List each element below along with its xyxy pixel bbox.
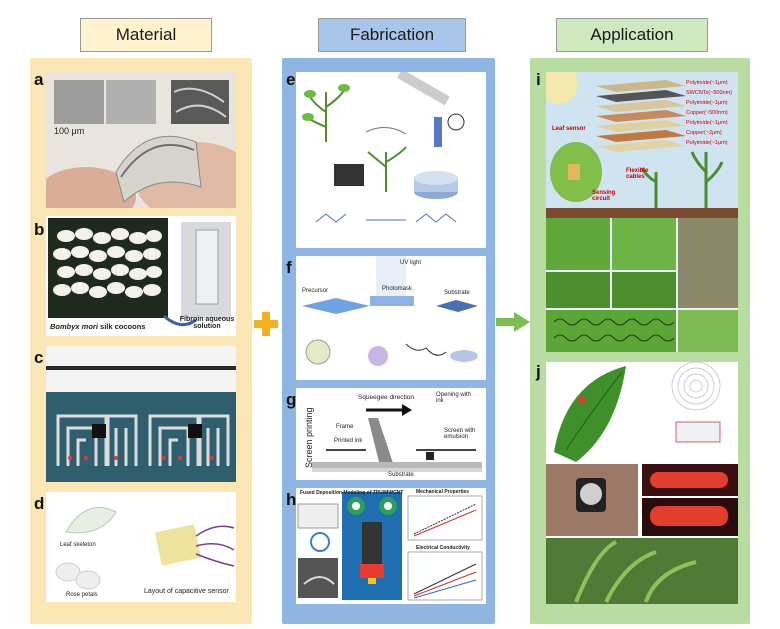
panel-g: Screen printing Squeegee direction Openi… bbox=[296, 388, 486, 480]
frame-label: Frame bbox=[336, 424, 354, 430]
panel-e bbox=[296, 72, 486, 248]
squeegee-label: Squeegee direction bbox=[358, 394, 415, 401]
panel-j bbox=[546, 362, 738, 604]
uv-light-label: UV light bbox=[400, 260, 422, 266]
screen-printing-title: Screen printing bbox=[304, 407, 314, 468]
photolithography-schematic bbox=[302, 256, 478, 366]
application-header: Application bbox=[556, 18, 708, 52]
panel-i: Leaf sensor Flexible cables Sensing circ… bbox=[546, 72, 738, 352]
material-header: Material bbox=[80, 18, 212, 52]
panel-d-label: d bbox=[34, 494, 45, 513]
layer-label: Polyimide(~1μm) bbox=[686, 140, 728, 146]
wearable-sensors-photos bbox=[546, 362, 738, 604]
layer-label: SWCNTs(~500nm) bbox=[686, 90, 732, 96]
panel-b: Bombyx mori silk cocoons Fibroin aqueous… bbox=[46, 216, 236, 336]
sensor-materials-photo bbox=[55, 507, 235, 590]
fdm-title: Fused Deposition Modeling of TPU/MWCNT bbox=[300, 490, 404, 496]
panel-c bbox=[46, 346, 236, 482]
panel-h: Fused Deposition Modeling of TPU/MWCNT M… bbox=[296, 488, 486, 604]
rose-petals-caption: Rose petals bbox=[66, 592, 98, 598]
precursor-label: Precursor bbox=[302, 288, 329, 294]
electrical-title: Electrical Conductivity bbox=[416, 545, 470, 551]
substrate-label-f: Substrate bbox=[444, 290, 470, 296]
photomask-label: Photomask bbox=[382, 286, 413, 292]
cocoons-caption: Bombyx mori silk cocoons bbox=[50, 322, 146, 331]
layer-stack-labels: Polyimide(~1μm) SWCNTs(~500nm) Polyimide… bbox=[686, 80, 732, 150]
panel-f-label: f bbox=[286, 258, 292, 277]
layer-label: Polyimide(~1μm) bbox=[686, 100, 728, 106]
layer-label: Copper(~500nm) bbox=[686, 110, 728, 116]
plus-icon bbox=[254, 312, 278, 336]
screen-printing-schematic bbox=[312, 404, 482, 472]
opening-label: Opening with ink bbox=[436, 392, 472, 404]
panel-c-label: c bbox=[34, 348, 44, 367]
panel-b-label: b bbox=[34, 220, 45, 239]
panel-e-label: e bbox=[286, 70, 296, 89]
silk-printing-schematic bbox=[302, 72, 465, 223]
panel-f: UV light Photomask Precursor Substrate bbox=[296, 256, 486, 380]
leaf-sensor-label: Leaf sensor bbox=[552, 126, 586, 132]
panel-g-label: g bbox=[286, 390, 297, 409]
panel-d: Leaf skeleton Rose petals Layout of capa… bbox=[46, 492, 236, 602]
fdm-schematic bbox=[297, 492, 483, 601]
sensor-layout-caption: Layout of capacitive sensor bbox=[144, 588, 229, 595]
fibroin-caption: Fibroin aqueous solution bbox=[179, 316, 235, 330]
sensing-circuit-label: Sensing circuit bbox=[592, 190, 616, 202]
layer-label: Polyimide(~1μm) bbox=[686, 80, 728, 86]
layer-label: Polyimide(~1μm) bbox=[686, 120, 728, 126]
screen-emulsion-label: Screen with emulsion bbox=[444, 428, 476, 440]
cocoons-photo bbox=[48, 218, 231, 327]
leaf-sensor-illustration bbox=[546, 72, 738, 352]
scale-bar-label: 100 μm bbox=[54, 126, 85, 136]
panel-j-label: j bbox=[536, 362, 541, 381]
panel-a: 100 μm bbox=[46, 72, 236, 208]
leaf-skeleton-caption: Leaf skeleton bbox=[60, 542, 96, 548]
layer-label: Copper(~2μm) bbox=[686, 130, 722, 136]
substrate-label-g: Substrate bbox=[388, 472, 414, 478]
printed-ink-label: Printed ink bbox=[334, 438, 363, 444]
panel-h-label: h bbox=[286, 490, 297, 509]
panel-i-label: i bbox=[536, 70, 541, 89]
flexible-cables-label: Flexible cables bbox=[626, 168, 649, 180]
silk-film-photo bbox=[46, 72, 236, 208]
right-arrow-icon bbox=[496, 312, 530, 332]
panel-a-label: a bbox=[34, 70, 44, 89]
circuit-photo bbox=[46, 366, 236, 482]
mechanical-title: Mechanical Properties bbox=[416, 489, 470, 495]
fabrication-header: Fabrication bbox=[318, 18, 466, 52]
